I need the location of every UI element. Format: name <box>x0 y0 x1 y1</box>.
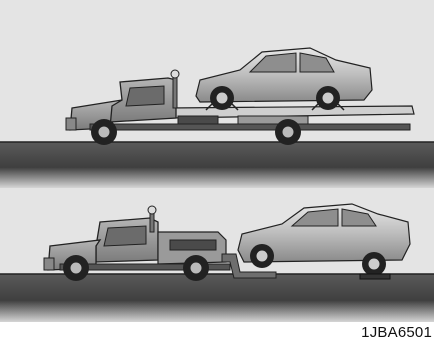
truck-front-wheel <box>91 119 117 145</box>
car-rear-wheel <box>316 86 340 110</box>
truck-rear-wheel <box>183 255 209 281</box>
deck-frame-rail <box>238 116 308 124</box>
front-bumper <box>66 118 76 130</box>
truck-chassis <box>90 124 410 130</box>
beacon-light <box>148 206 156 214</box>
car-front-wheel <box>210 86 234 110</box>
road-surface <box>0 274 434 322</box>
tow-boom <box>170 240 216 250</box>
flatbed-towing-illustration <box>0 0 434 188</box>
rear-tow-dolly <box>360 274 390 279</box>
road-surface <box>0 142 434 188</box>
cab-window <box>126 86 164 106</box>
wheel-lift-towing-illustration <box>0 188 434 322</box>
car-front-wheel <box>250 244 274 268</box>
car-rear-wheel <box>362 252 386 276</box>
wheel-lift-scene-svg <box>0 188 434 322</box>
truck-front-wheel <box>63 255 89 281</box>
flatbed-scene-svg <box>0 0 434 188</box>
beacon-light <box>171 70 179 78</box>
front-bumper <box>44 258 54 270</box>
cab-window <box>104 226 146 246</box>
truck-rear-wheel <box>275 119 301 145</box>
figure-reference-code: 1JBA6501 <box>361 324 432 341</box>
